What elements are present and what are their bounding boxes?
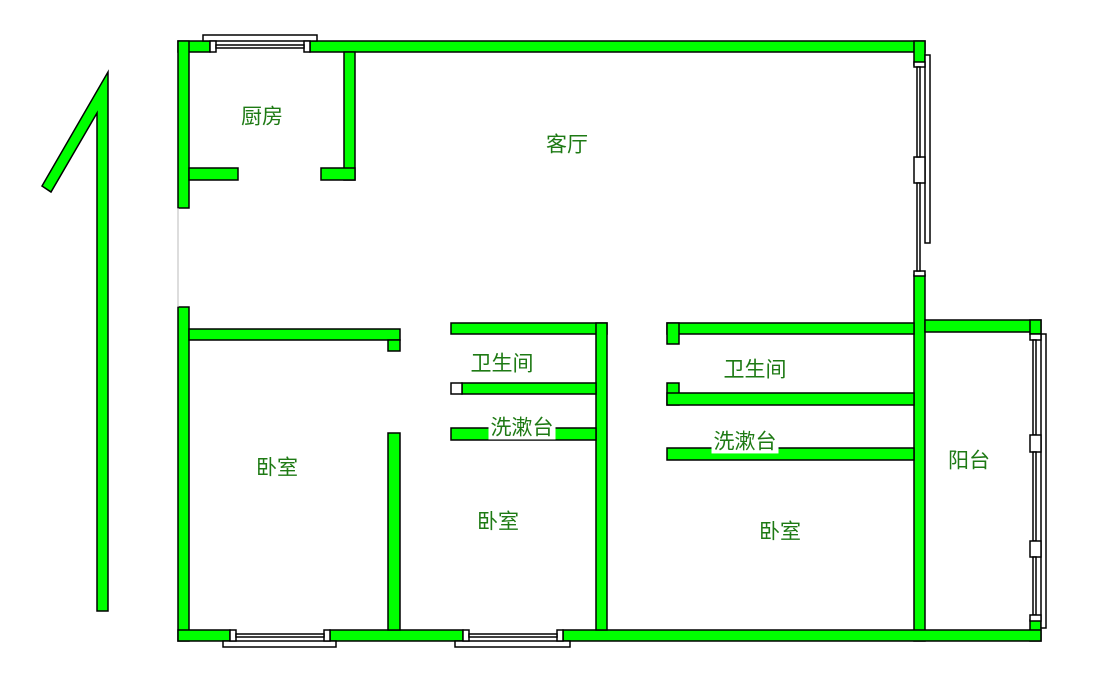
wall (188, 328, 401, 341)
window (1029, 434, 1042, 453)
window (215, 44, 305, 49)
wall (177, 306, 190, 642)
room-label-bedroom-3: 卧室 (757, 519, 803, 544)
wall (666, 322, 915, 335)
wall (320, 167, 356, 181)
wall (177, 629, 231, 642)
window (1032, 339, 1037, 436)
wall (924, 319, 1042, 333)
window (323, 629, 331, 642)
window (924, 54, 931, 244)
wall (387, 432, 401, 631)
window (1040, 333, 1047, 629)
wall (387, 339, 401, 352)
wall (1029, 319, 1042, 335)
wall (329, 629, 464, 642)
window (454, 640, 571, 648)
wall (177, 40, 190, 209)
wall (309, 40, 926, 53)
window (556, 629, 564, 642)
room-label-bathroom-2: 卫生间 (723, 357, 787, 382)
window (303, 40, 311, 53)
room-label-washbasin-1: 洗漱台 (488, 415, 556, 440)
windows (202, 34, 1047, 648)
north-arrow-icon (40, 69, 109, 612)
window (229, 629, 237, 642)
window (209, 40, 217, 53)
window (1029, 540, 1042, 558)
wall (450, 322, 608, 335)
window (462, 629, 470, 642)
room-label-bedroom-2: 卧室 (475, 509, 521, 534)
wall (562, 629, 1042, 642)
wall (343, 51, 356, 181)
window (468, 633, 558, 638)
room-label-living-room: 客厅 (544, 132, 590, 157)
wall (595, 322, 608, 631)
room-label-balcony: 阳台 (946, 448, 992, 473)
wall (461, 382, 597, 395)
wall (666, 322, 680, 345)
window (916, 66, 921, 158)
room-label-kitchen: 厨房 (239, 104, 285, 129)
room-label-bathroom-1: 卫生间 (470, 351, 534, 376)
room-label-bedroom-1: 卧室 (254, 455, 300, 480)
wall (188, 167, 239, 181)
window (916, 182, 921, 272)
window (222, 640, 337, 648)
window (202, 34, 318, 42)
wall (666, 447, 915, 461)
window (235, 633, 325, 638)
wall-stub (450, 382, 463, 395)
room-label-washbasin-2: 洗漱台 (711, 429, 779, 454)
window (1029, 333, 1042, 341)
wall (913, 274, 926, 642)
window (1029, 614, 1042, 622)
window (913, 156, 926, 184)
wall (666, 392, 915, 406)
walls (177, 40, 1042, 642)
window (1032, 556, 1037, 616)
window (1032, 451, 1037, 542)
